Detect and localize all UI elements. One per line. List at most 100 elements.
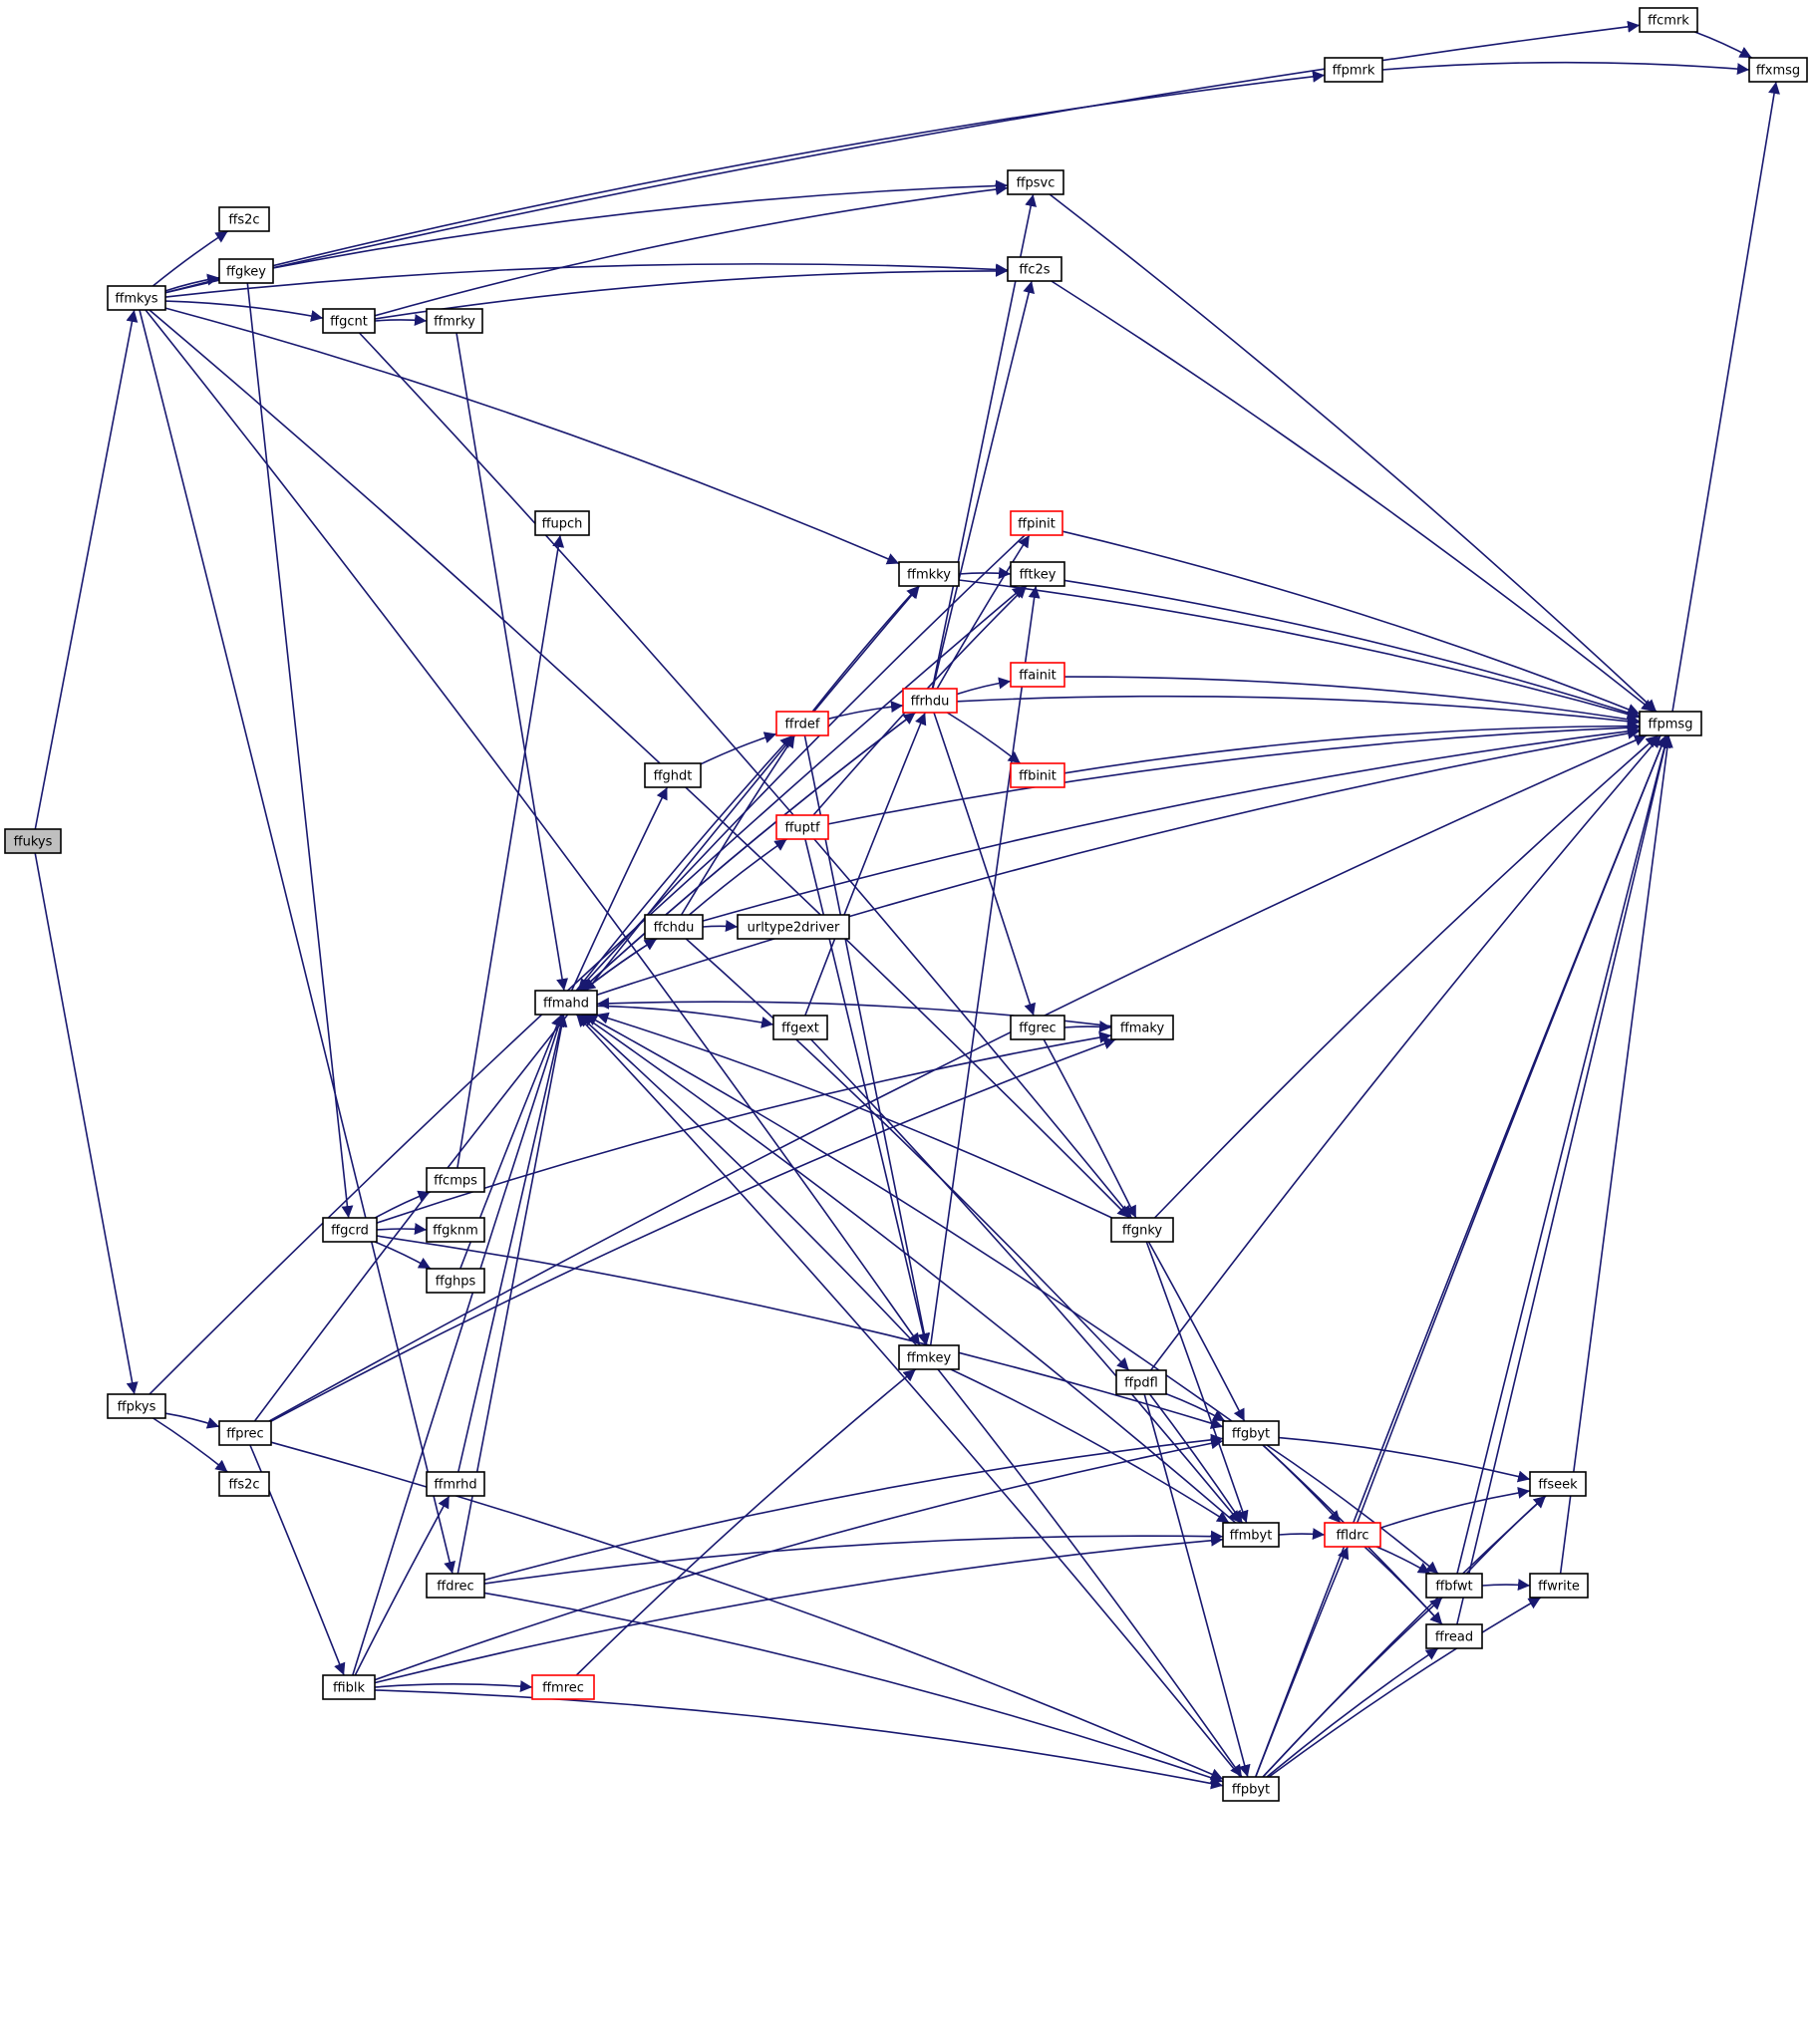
node-ffgcnt[interactable]: ffgcnt [322, 308, 376, 334]
edge-ffuptf-to-ffpmsg [827, 722, 1641, 825]
node-ffmrec[interactable]: ffmrec [531, 1674, 595, 1700]
node-ffgext[interactable]: ffgext [772, 1015, 828, 1040]
node-ffmrky[interactable]: ffmrky [426, 308, 483, 334]
node-ffpmrk[interactable]: ffpmrk [1324, 57, 1383, 83]
node-box [1010, 1015, 1065, 1040]
node-ffpsvc[interactable]: ffpsvc [1007, 169, 1064, 195]
edge-ffrdef-to-ffmkky [811, 585, 920, 713]
edge-ffcmps-to-ffupch [456, 534, 565, 1169]
node-ffgcrd[interactable]: ffgcrd [322, 1217, 378, 1243]
node-ffs2c-a[interactable]: ffs2c [218, 206, 270, 232]
node-ffmahd[interactable]: ffmahd [534, 990, 598, 1016]
node-label: ffuptf [784, 821, 820, 836]
node-ffiblk[interactable]: ffiblk [322, 1674, 376, 1700]
edge-ffpdfl-to-ffpbyt [1143, 1393, 1251, 1778]
node-ffmkey[interactable]: ffmkey [898, 1344, 960, 1370]
edge-ffiblk-to-ffmrec [374, 1680, 533, 1693]
node-box [1007, 169, 1064, 195]
edge-ffainit-to-ffpmsg [1063, 676, 1641, 726]
node-ffbinit[interactable]: ffbinit [1010, 762, 1065, 788]
edge-ffpbyt-to-ffldrc [1255, 1546, 1350, 1778]
node-ffpkys[interactable]: ffpkys [107, 1393, 166, 1419]
node-ffbfwt[interactable]: ffbfwt [1425, 1573, 1483, 1599]
node-box [426, 1268, 485, 1294]
node-ffmrhd[interactable]: ffmrhd [426, 1471, 485, 1497]
edge-ffbfwt-to-ffpmsg [1456, 734, 1670, 1575]
node-ffgrec[interactable]: ffgrec [1010, 1015, 1065, 1040]
edge-ffmkky-to-ffpmsg [958, 579, 1641, 721]
edge-ffprec-to-ffpbyt [270, 1441, 1224, 1780]
edge-ffrhdu-to-ffbinit [946, 712, 1022, 764]
node-ffchdu[interactable]: ffchdu [644, 914, 704, 940]
node-label: ffprec [226, 1427, 263, 1442]
node-ffukys[interactable]: ffukys [4, 828, 62, 854]
node-box [1639, 7, 1698, 33]
node-box [772, 1015, 828, 1040]
edge-ffrhdu-to-ffmahd [579, 712, 916, 992]
node-box [218, 258, 274, 284]
node-urltype2driver[interactable]: urltype2driver [737, 914, 850, 940]
node-ffwrite[interactable]: ffwrite [1529, 1573, 1589, 1599]
node-ffxmsg[interactable]: ffxmsg [1748, 57, 1808, 83]
node-label: ffc2s [1019, 263, 1050, 278]
node-ffuptf[interactable]: ffuptf [775, 814, 829, 840]
edge-ffldrc-to-ffseek [1379, 1486, 1531, 1529]
node-ffs2c-b[interactable]: ffs2c [218, 1471, 270, 1497]
edge-ffgbyt-to-ffmahd [584, 1014, 1233, 1422]
node-ffpinit[interactable]: ffpinit [1010, 510, 1063, 536]
node-label: ffpdfl [1124, 1376, 1158, 1391]
node-box [426, 1573, 485, 1599]
node-ffmkky[interactable]: ffmkky [898, 561, 960, 587]
node-ffcmps[interactable]: ffcmps [426, 1167, 485, 1193]
node-label: ffldrc [1336, 1529, 1368, 1544]
node-label: ffrhdu [911, 695, 950, 710]
edge-ffmahd-to-ffrhdu [579, 712, 916, 992]
node-ffc2s[interactable]: ffc2s [1007, 256, 1062, 282]
node-ffgnky[interactable]: ffgnky [1110, 1217, 1174, 1243]
node-ffcmrk[interactable]: ffcmrk [1639, 7, 1698, 33]
node-fftkey[interactable]: fftkey [1010, 561, 1065, 587]
edge-ffmkey-to-fftkey [929, 585, 1041, 1346]
edge-ffmkys-to-ffs2c_a [151, 230, 229, 287]
node-ffprec[interactable]: ffprec [218, 1420, 272, 1446]
node-ffupch[interactable]: ffupch [534, 510, 590, 536]
node-box [218, 1420, 272, 1446]
node-box [644, 762, 702, 788]
node-ffpbyt[interactable]: ffpbyt [1222, 1776, 1280, 1802]
edge-ffdrec-to-ffmbyt [483, 1530, 1224, 1585]
node-ffldrc[interactable]: ffldrc [1324, 1522, 1381, 1548]
node-ffgkey[interactable]: ffgkey [218, 258, 274, 284]
node-ffrdef[interactable]: ffrdef [775, 711, 829, 736]
node-label: ffgknm [433, 1224, 478, 1239]
edge-ffchdu-to-ffuptf [688, 838, 787, 916]
edge-ffiblk-to-ffpbyt [374, 1689, 1224, 1790]
node-ffread[interactable]: ffread [1425, 1623, 1483, 1649]
edge-ffgkey-to-ffgcrd [246, 282, 354, 1219]
node-ffainit[interactable]: ffainit [1010, 662, 1065, 688]
node-ffgknm[interactable]: ffgknm [426, 1217, 485, 1243]
node-ffpdfl[interactable]: ffpdfl [1115, 1369, 1167, 1395]
node-label: ffgrec [1019, 1022, 1056, 1036]
node-label: ffmkky [907, 568, 951, 583]
node-label: ffainit [1019, 669, 1056, 684]
node-box [1007, 256, 1062, 282]
node-ffmbyt[interactable]: ffmbyt [1222, 1522, 1280, 1548]
node-ffgbyt[interactable]: ffgbyt [1222, 1420, 1280, 1446]
node-box [1010, 510, 1063, 536]
node-box [426, 1217, 485, 1243]
node-ffseek[interactable]: ffseek [1529, 1471, 1587, 1497]
node-ffdrec[interactable]: ffdrec [426, 1573, 485, 1599]
node-ffghdt[interactable]: ffghdt [644, 762, 702, 788]
node-ffmaky[interactable]: ffmaky [1110, 1015, 1174, 1040]
node-label: ffmrec [542, 1681, 584, 1696]
edge-ffpdfl-to-ffgbyt [1165, 1392, 1226, 1422]
node-ffmkys[interactable]: ffmkys [107, 285, 166, 311]
node-ffghps[interactable]: ffghps [426, 1268, 485, 1294]
node-label: ffgcrd [331, 1224, 369, 1239]
edge-ffmkys-to-ffdrec [139, 309, 455, 1575]
node-label: ffs2c [228, 213, 259, 228]
node-ffpmsg[interactable]: ffpmsg [1639, 711, 1702, 736]
edge-ffldrc-to-ffread [1363, 1546, 1443, 1625]
edge-ffmkey-to-ffpbyt [937, 1368, 1243, 1778]
node-ffrhdu[interactable]: ffrhdu [902, 688, 958, 714]
